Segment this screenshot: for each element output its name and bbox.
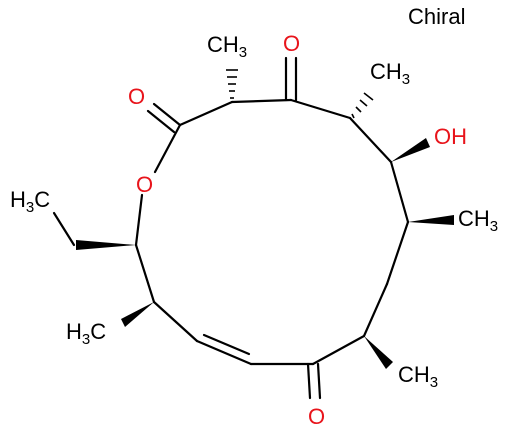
bond-lactone-co-2 [146, 109, 176, 134]
bond-c10-c11 [195, 339, 253, 366]
methyl-upper-right-label: CH3 [370, 59, 410, 88]
methyl-top-label: CH3 [207, 32, 247, 61]
bond-ketone-bottom-1 [306, 362, 312, 400]
chiral-label: Chiral [408, 4, 465, 29]
substituent-bonds [52, 211, 76, 247]
bond-c8-c9 [311, 334, 366, 366]
carbonyl-bonds [146, 56, 322, 400]
ketone-bottom-oxygen-label: O [308, 404, 325, 429]
bond-c7-c8 [362, 282, 389, 338]
methyl-lower-right-label: CH3 [398, 362, 438, 391]
methyl-lower-left-label: H3C [66, 319, 106, 348]
ethyl-methyl-label: H3C [10, 187, 50, 216]
bond-c5-c6 [389, 160, 410, 224]
bond-c4-c5 [348, 116, 393, 164]
lactone-oxygen-label: O [128, 84, 145, 109]
ring-oxygen-label: O [136, 172, 153, 197]
bond-c13-o [134, 193, 144, 247]
bond-ethyl-ch2-ch3 [52, 211, 76, 247]
bond-c11-c12 [152, 300, 199, 343]
wedge-c12-methyl [121, 302, 154, 327]
ring-bonds [134, 98, 410, 366]
bond-c10-c11-double [202, 333, 251, 356]
bond-lactone-co-1 [152, 102, 182, 127]
methyl-right-label: CH3 [458, 206, 498, 235]
bond-c6-c7 [385, 220, 410, 286]
hydroxyl-label: OH [434, 124, 467, 149]
hashed-wedge-c4-methyl [351, 92, 374, 119]
wedge-c6-methyl [408, 215, 454, 225]
wedge-c5-oh [391, 138, 430, 162]
bond-c2-c3 [230, 98, 293, 104]
bond-o-c1 [153, 123, 182, 174]
ketone-top-oxygen-label: O [283, 31, 300, 56]
wedge-c13-ethyl [76, 240, 136, 250]
bond-ketone-bottom-2 [316, 362, 322, 400]
bond-c12-c13 [134, 243, 156, 304]
wedge-c8-methyl [364, 336, 393, 369]
bond-c3-c4 [289, 98, 352, 120]
hashed-wedge-c2-methyl [226, 69, 238, 99]
bond-c1-c2 [178, 100, 234, 127]
